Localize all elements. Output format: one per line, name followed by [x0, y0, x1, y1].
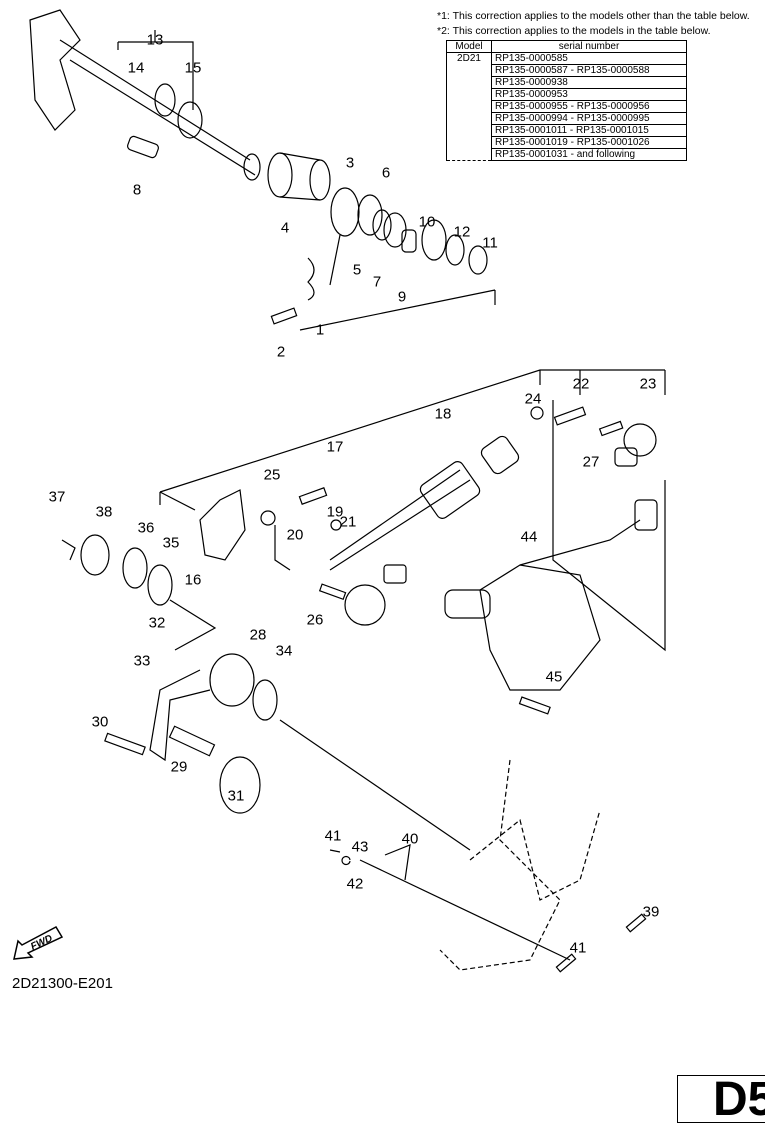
- serial-cell: RP135-0001031 - and following: [491, 148, 687, 161]
- callout-40: 40: [401, 830, 419, 848]
- callout-39: 39: [642, 903, 660, 921]
- callout-21: 21: [339, 513, 357, 531]
- bracket-part: [199, 489, 246, 561]
- callout-17: 17: [326, 438, 344, 456]
- bolt-part: [625, 913, 647, 933]
- callout-10: 10: [418, 213, 436, 231]
- o-ring-part: [252, 679, 278, 721]
- callout-4: 4: [280, 219, 290, 237]
- callout-35: 35: [162, 534, 180, 552]
- callout-31: 31: [227, 787, 245, 805]
- shift-shaft-part: [29, 9, 261, 181]
- callout-23: 23: [639, 375, 657, 393]
- callout-6: 6: [381, 164, 391, 182]
- callout-26: 26: [306, 611, 324, 629]
- callout-25: 25: [263, 466, 281, 484]
- callout-27: 27: [582, 453, 600, 471]
- callout-15: 15: [184, 59, 202, 77]
- washer-parts: [357, 194, 488, 275]
- callout-36: 36: [137, 519, 155, 537]
- callout-41: 41: [324, 827, 342, 845]
- callout-12: 12: [453, 223, 471, 241]
- nut-part: [530, 406, 544, 420]
- bolt-part: [518, 696, 551, 715]
- collar-part: [267, 152, 331, 201]
- callout-5: 5: [352, 261, 362, 279]
- callout-45: 45: [545, 668, 563, 686]
- leader-line: [279, 719, 471, 851]
- fwd-label: FWD: [29, 933, 54, 953]
- o-ring-part: [147, 564, 173, 606]
- bolt-part: [104, 732, 146, 756]
- bolt-part: [127, 135, 159, 159]
- fwd-arrow-icon: FWD: [8, 923, 68, 968]
- leader-line: [299, 289, 496, 331]
- callout-2: 2: [276, 343, 286, 361]
- callout-34: 34: [275, 642, 293, 660]
- model-cell: 2D21: [446, 52, 492, 161]
- callout-41-lower: 41: [569, 939, 587, 957]
- callout-20: 20: [286, 526, 304, 544]
- bolt-part: [553, 406, 587, 426]
- leader-line: [359, 859, 571, 961]
- callout-43: 43: [351, 838, 369, 856]
- spring-part: [307, 257, 315, 301]
- callout-32: 32: [148, 614, 166, 632]
- callout-28: 28: [249, 626, 267, 644]
- bolt-part: [298, 487, 328, 505]
- callout-19: 19: [326, 503, 344, 521]
- pedal-rubber-part: [219, 756, 261, 814]
- callout-9: 9: [397, 288, 407, 306]
- callout-24: 24: [524, 390, 542, 408]
- diagram-code: 2D21300-E201: [12, 975, 113, 992]
- callout-33: 33: [133, 652, 151, 670]
- cable-part: [329, 435, 520, 571]
- cap-part: [344, 564, 407, 626]
- o-ring-part: [122, 547, 148, 589]
- shift-actuator-part: [444, 499, 658, 691]
- nut-part: [330, 519, 342, 531]
- bolt-part: [555, 953, 577, 973]
- callout-16: 16: [184, 571, 202, 589]
- callout-44: 44: [520, 528, 538, 546]
- shift-lever-part: [149, 653, 255, 762]
- note-1: *1: This correction applies to the model…: [437, 10, 750, 22]
- callout-14: 14: [127, 59, 145, 77]
- page-label: D5: [713, 1073, 765, 1126]
- callout-3: 3: [345, 154, 355, 172]
- leader-line: [169, 599, 217, 651]
- leader-line: [117, 30, 194, 110]
- leader-line: [274, 525, 291, 571]
- lever-part: [329, 187, 360, 286]
- note-2: *2: This correction applies to the model…: [437, 25, 711, 37]
- callout-30: 30: [91, 713, 109, 731]
- callout-38: 38: [95, 503, 113, 521]
- bracket-part: [329, 844, 411, 881]
- bolt-part: [598, 420, 624, 437]
- page-label-box: D5: [677, 1073, 765, 1126]
- callout-18: 18: [434, 405, 452, 423]
- callout-7: 7: [372, 273, 382, 291]
- pin-part: [168, 725, 216, 757]
- callout-22: 22: [572, 375, 590, 393]
- callout-42: 42: [346, 875, 364, 893]
- collar-part: [260, 510, 276, 526]
- callout-13: 13: [146, 31, 164, 49]
- cap-part: [61, 534, 110, 576]
- callout-37: 37: [48, 488, 66, 506]
- callout-8: 8: [132, 181, 142, 199]
- callout-11: 11: [482, 234, 498, 252]
- frame-part: [439, 759, 601, 971]
- callout-1: 1: [315, 321, 325, 339]
- bolt-part: [318, 583, 347, 601]
- callout-29: 29: [170, 758, 188, 776]
- leader-line: [159, 369, 666, 652]
- bolt-part: [270, 307, 298, 325]
- cap-part: [614, 423, 657, 467]
